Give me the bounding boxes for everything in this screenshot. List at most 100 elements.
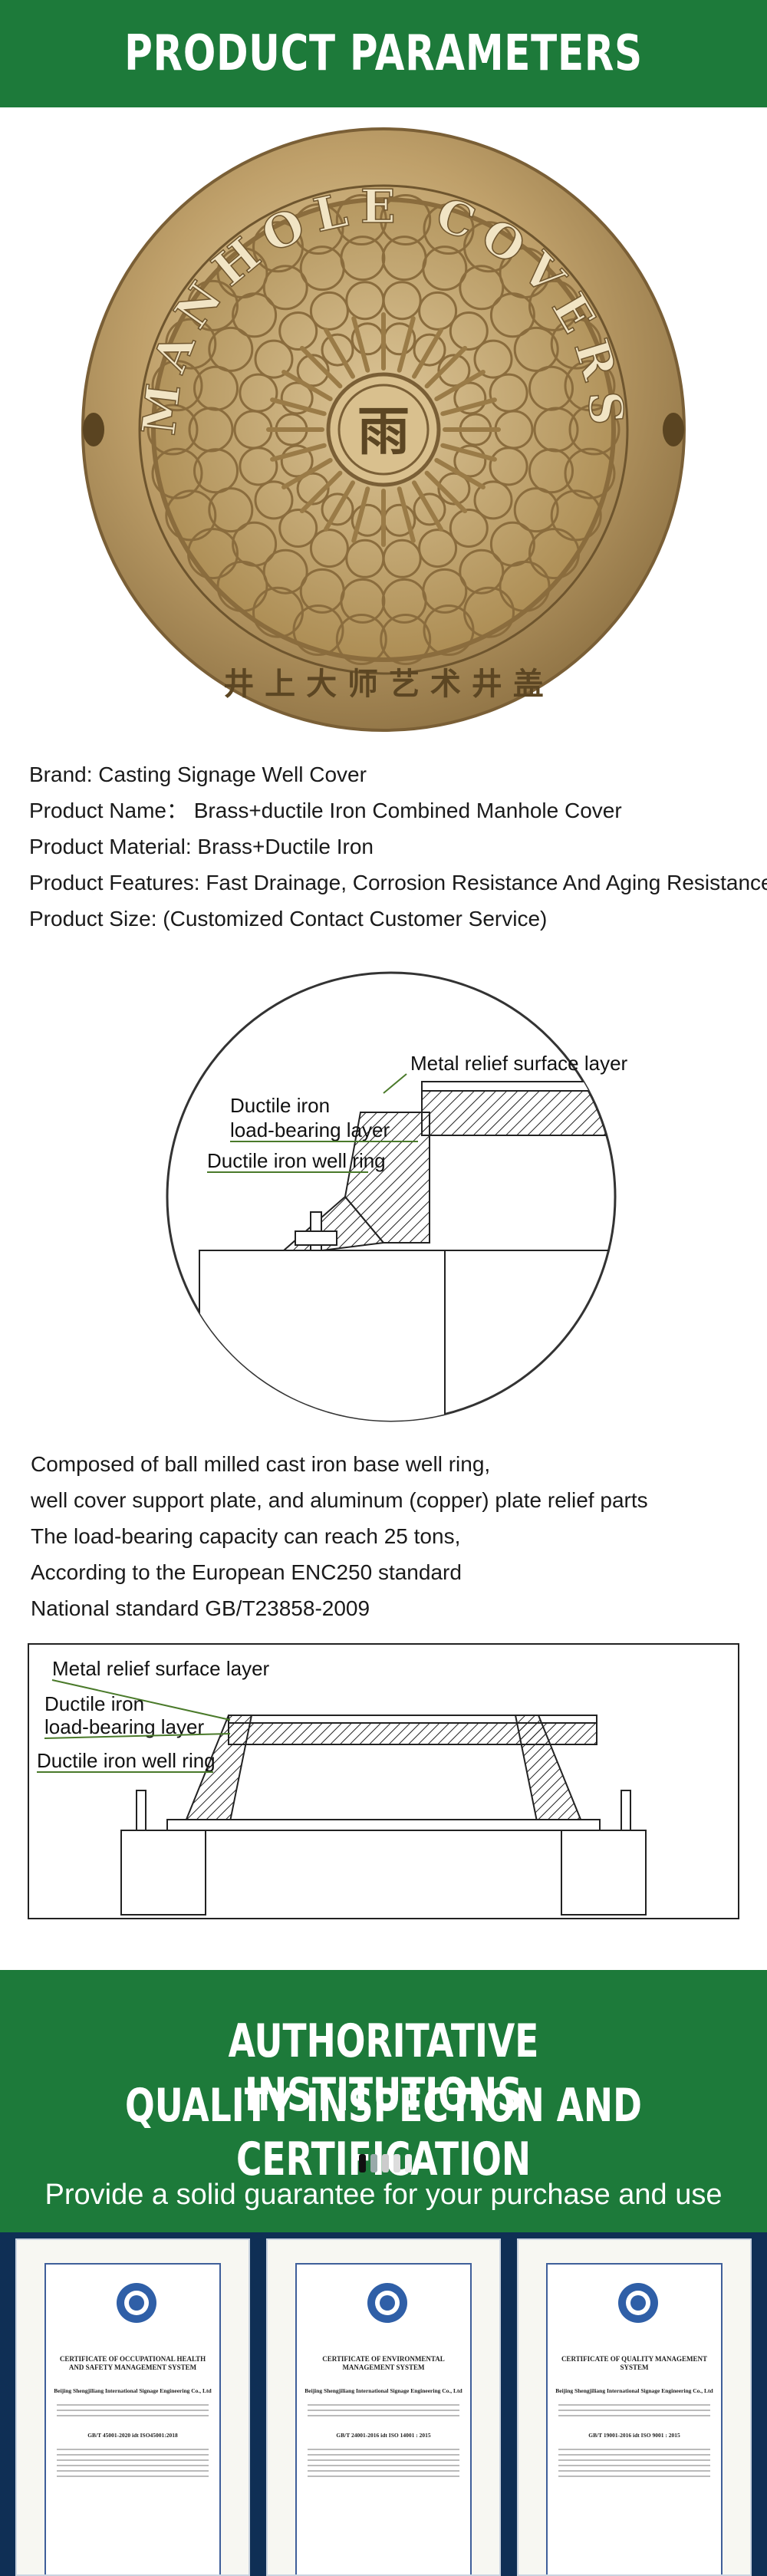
cover-ray: [324, 480, 355, 532]
cover-petal: [568, 404, 621, 456]
cover-ray: [440, 443, 497, 462]
cover-petal: [550, 318, 602, 370]
cover-ray: [270, 397, 327, 417]
cover-petal: [280, 444, 314, 478]
certificate-company: Beijing Shengjiliang International Signa…: [54, 2387, 212, 2394]
header-band: PRODUCT PARAMETERS: [0, 0, 767, 107]
cover-petal: [335, 194, 387, 245]
certification-subtitle: Provide a solid guarantee for your purch…: [44, 2179, 723, 2211]
cover-ray: [351, 316, 370, 373]
manhole-cover-image: 雨 MANHOLE COVERS 井 上 大 师 艺 术 井 盖: [77, 123, 690, 736]
cover-petal: [449, 311, 489, 351]
cover-ring-text-bottom: 井 上 大 师 艺 术 井 盖: [223, 667, 543, 702]
certificate-seal-icon: [367, 2283, 407, 2323]
cover-petal: [309, 291, 349, 331]
circle-label-bearing-2: load-bearing layer: [230, 1118, 390, 1141]
certification-title-line-1: AUTHORITATIVE INSTITUTIONS: [228, 2014, 539, 2122]
certificate-standard: GB/T 19001-2016 idt ISO 9001 : 2015: [588, 2432, 680, 2439]
certificate-company: Beijing Shengjiliang International Signa…: [304, 2387, 463, 2394]
section-divider-dots: [359, 2154, 412, 2172]
circle-label-surface: Metal relief surface layer: [410, 1052, 628, 1075]
cover-petal: [459, 265, 505, 311]
cover-petal: [473, 480, 513, 520]
cover-ray: [434, 458, 486, 489]
cover-petal: [278, 311, 318, 351]
description-line-3: The load-bearing capacity can reach 25 t…: [31, 1524, 461, 1548]
manhole-cover-graphic: 雨 MANHOLE COVERS 井 上 大 师 艺 术 井 盖: [81, 127, 686, 732]
cover-petal: [437, 354, 471, 387]
certificate-seal-icon: [618, 2283, 658, 2323]
cover-petal: [564, 360, 616, 412]
cover-petal: [513, 487, 559, 533]
cover-petal: [165, 489, 217, 542]
cover-petal: [413, 492, 446, 526]
description-line-2: well cover support plate, and aluminum (…: [31, 1488, 648, 1512]
cover-petal: [335, 614, 387, 665]
cover-petal: [513, 326, 559, 372]
cover-petal: [413, 333, 446, 367]
cover-petal: [321, 492, 354, 526]
cover-petal: [254, 480, 294, 520]
certificate-company: Beijing Shengjiliang International Signa…: [555, 2387, 713, 2394]
cover-ray: [424, 470, 468, 514]
cover-petal: [528, 528, 580, 580]
description-list: Composed of ball milled cast iron base w…: [31, 1446, 752, 1626]
cover-petal: [193, 365, 239, 411]
cover-ray: [281, 370, 333, 401]
cover-petal: [453, 444, 487, 478]
cover-petal: [528, 448, 574, 494]
spec-product-name: Product Name： Brass+ductile Iron Combine…: [29, 799, 622, 822]
cover-petal: [296, 354, 330, 387]
cover-petal: [262, 265, 308, 311]
page-title: PRODUCT PARAMETERS: [124, 25, 643, 82]
certificate-standard: GB/T 24001-2016 idt ISO 14001 : 2015: [336, 2432, 431, 2439]
certificate-card: CERTIFICATE OF QUALITY MANAGEMENT SYSTEM…: [517, 2238, 752, 2576]
cover-ray: [281, 458, 333, 489]
cover-ray: [351, 486, 370, 543]
certificate-heading: CERTIFICATE OF QUALITY MANAGEMENT SYSTEM: [561, 2355, 708, 2371]
spec-material: Product Material: Brass+Ductile Iron: [29, 835, 374, 858]
cover-ray: [299, 470, 343, 514]
cover-petal: [262, 548, 308, 595]
cover-petal: [299, 568, 345, 614]
certificate-card: CERTIFICATE OF OCCUPATIONAL HEALTH AND S…: [15, 2238, 250, 2576]
cover-petal: [254, 339, 294, 379]
certificate-heading: CERTIFICATE OF OCCUPATIONAL HEALTH AND S…: [59, 2355, 206, 2371]
cover-petal: [380, 194, 432, 245]
cover-petal: [418, 291, 458, 331]
spec-brand: Brand: Casting Signage Well Cover: [29, 763, 367, 786]
cover-petal: [216, 247, 268, 299]
cover-petal: [151, 447, 203, 499]
cover-petal: [473, 339, 513, 379]
cover-petal: [340, 236, 386, 282]
circle-label-bearing-1: Ductile iron: [230, 1094, 330, 1117]
spec-list: Brand: Casting Signage Well Cover Produc…: [29, 756, 767, 937]
cover-ray: [434, 370, 486, 401]
certificate-card: CERTIFICATE OF ENVIRONMENTAL MANAGEMENT …: [266, 2238, 501, 2576]
cover-petal: [165, 318, 217, 370]
cover-petal: [418, 529, 458, 568]
cover-petal: [550, 489, 602, 542]
cover-petal: [151, 360, 203, 412]
cover-petal: [437, 472, 471, 506]
cover-petal: [380, 614, 432, 665]
cover-petal: [345, 539, 385, 578]
certificate-heading: CERTIFICATE OF ENVIRONMENTAL MANAGEMENT …: [322, 2355, 445, 2371]
cover-petal: [296, 472, 330, 506]
cover-petal: [292, 203, 344, 255]
cover-petal: [382, 281, 422, 321]
cover-ray: [397, 316, 416, 373]
cover-ray: [270, 443, 327, 462]
cover-petal: [187, 528, 239, 580]
description-line-4: According to the European ENC250 standar…: [31, 1560, 462, 1584]
cover-petal: [208, 487, 254, 533]
cover-petal: [278, 509, 318, 548]
cover-petal: [564, 447, 616, 499]
cover-petal: [449, 509, 489, 548]
description-line-5: National standard GB/T23858-2009: [31, 1596, 370, 1620]
cover-petal: [499, 560, 551, 612]
cover-petal: [216, 560, 268, 612]
cover-petal: [489, 373, 528, 413]
spec-features: Product Features: Fast Drainage, Corrosi…: [29, 871, 767, 894]
cover-petal: [321, 333, 354, 367]
